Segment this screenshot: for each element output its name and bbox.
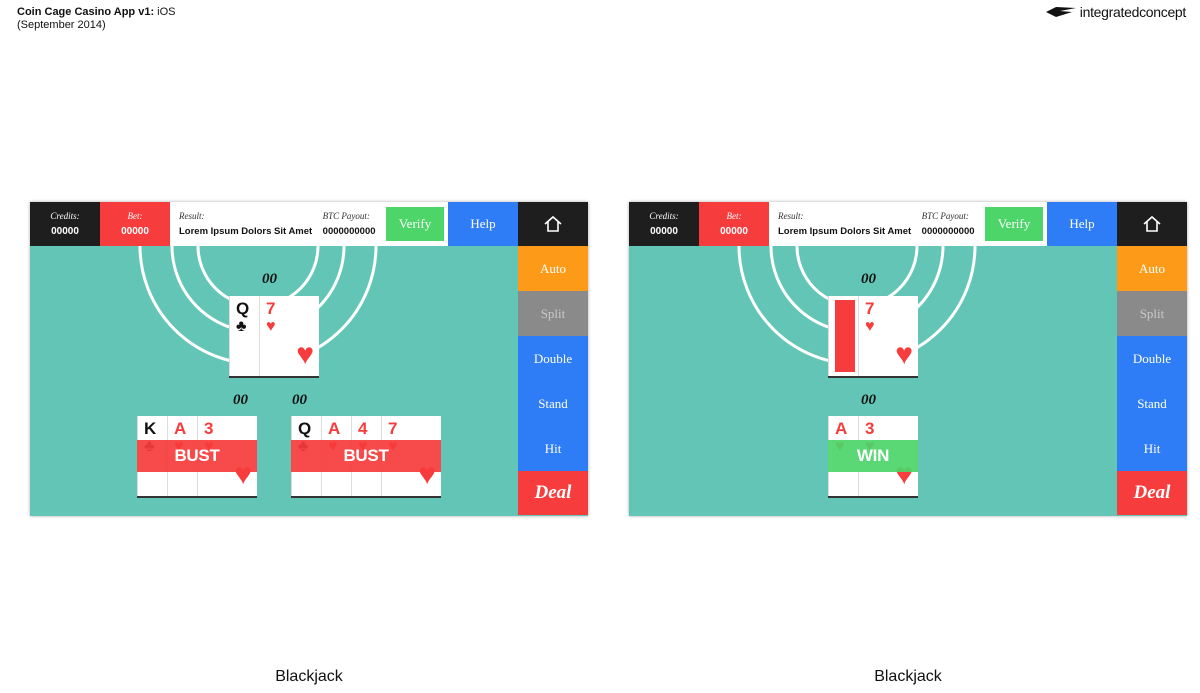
brand-logo-icon [1045, 7, 1076, 17]
result-section: Result: Lorem Ipsum Dolors Sit Amet [778, 202, 911, 246]
credits-label: Credits: [649, 211, 679, 221]
screen-2-label: Blackjack [874, 668, 942, 685]
card-rank: 7 [266, 299, 276, 318]
double-button[interactable]: Double [1117, 336, 1187, 381]
action-sidebar: Auto Split Double Stand Hit Deal [518, 202, 588, 516]
home-button[interactable] [518, 202, 588, 246]
brand-name: integratedconcept [1079, 4, 1187, 20]
split-button[interactable]: Split [1117, 291, 1187, 336]
hand-2-result-banner: BUST [291, 440, 441, 472]
help-button[interactable]: Help [448, 202, 518, 246]
document-title: Coin Cage Casino App v1: iOS (September … [17, 6, 176, 32]
card-back [835, 300, 855, 372]
home-button[interactable] [1117, 202, 1187, 246]
bet-display[interactable]: Bet: 00000 [699, 202, 769, 246]
blackjack-screen-1: Credits: 00000 Bet: 00000 Result: Lorem … [30, 202, 588, 516]
bet-value: 00000 [121, 226, 149, 237]
deal-button[interactable]: Deal [1117, 471, 1187, 515]
deal-button[interactable]: Deal [518, 471, 588, 515]
hit-button[interactable]: Hit [518, 426, 588, 471]
card-rank: A [835, 419, 848, 438]
screen-1-label: Blackjack [275, 668, 343, 685]
card-rank: 3 [865, 419, 875, 438]
payout-value: 0000000000 [322, 226, 376, 237]
verify-button[interactable]: Verify [984, 207, 1043, 241]
hit-button[interactable]: Hit [1117, 426, 1187, 471]
brand-logo: integratedconcept [1045, 4, 1187, 20]
credits-display: Credits: 00000 [30, 202, 100, 246]
result-label: Result: [778, 211, 804, 221]
card-rank: 4 [358, 419, 368, 438]
heart-suit-icon: ♥ [266, 318, 276, 335]
credits-value: 00000 [51, 226, 79, 237]
payout-section: BTC Payout: 0000000000 [922, 202, 975, 246]
bet-label: Bet: [726, 211, 742, 221]
payout-label: BTC Payout: [322, 211, 370, 221]
platform: iOS [157, 6, 176, 18]
document-date: (September 2014) [17, 19, 106, 31]
result-section: Result: Lorem Ipsum Dolors Sit Amet [179, 202, 312, 246]
card-rank: 7 [388, 419, 398, 438]
card-rank: Q [236, 299, 250, 318]
help-button[interactable]: Help [1047, 202, 1117, 246]
auto-button[interactable]: Auto [1117, 246, 1187, 291]
credits-display: Credits: 00000 [629, 202, 699, 246]
bet-display[interactable]: Bet: 00000 [100, 202, 170, 246]
result-value: Lorem Ipsum Dolors Sit Amet [179, 226, 313, 237]
result-panel: Result: Lorem Ipsum Dolors Sit Amet BTC … [769, 202, 1047, 246]
heart-suit-icon: ♥ [865, 318, 875, 335]
hand-result-banner: WIN [828, 440, 918, 472]
stand-button[interactable]: Stand [518, 381, 588, 426]
payout-label: BTC Payout: [921, 211, 969, 221]
club-suit-icon: ♣ [236, 318, 247, 335]
bet-value: 00000 [720, 226, 748, 237]
result-value: Lorem Ipsum Dolors Sit Amet [778, 226, 912, 237]
dealer-score: 00 [262, 271, 277, 287]
home-icon [1143, 215, 1161, 232]
top-bar: Credits: 00000 Bet: 00000 Result: Lorem … [629, 202, 1117, 246]
heart-suit-icon: ♥ [296, 338, 314, 371]
card-rank: 3 [204, 419, 214, 438]
card-rank: A [328, 419, 341, 438]
credits-label: Credits: [50, 211, 80, 221]
dealer-card-2: 7 ♥ ♥ [259, 296, 319, 376]
split-button[interactable]: Split [518, 291, 588, 336]
card-rank: A [174, 419, 187, 438]
verify-button[interactable]: Verify [385, 207, 444, 241]
action-sidebar: Auto Split Double Stand Hit Deal [1117, 202, 1187, 516]
hand-1-result-banner: BUST [137, 440, 257, 472]
app-title: Coin Cage Casino App v1: [17, 6, 155, 18]
double-button[interactable]: Double [518, 336, 588, 381]
card-rank: 7 [865, 299, 875, 318]
home-icon [544, 215, 562, 232]
card-rank: K [144, 419, 157, 438]
payout-value: 0000000000 [921, 226, 975, 237]
card-rank: Q [298, 419, 312, 438]
dealer-card-2: 7 ♥ ♥ [858, 296, 918, 376]
dealer-score: 00 [861, 271, 876, 287]
result-panel: Result: Lorem Ipsum Dolors Sit Amet BTC … [170, 202, 448, 246]
hand-2-score: 00 [292, 392, 307, 408]
auto-button[interactable]: Auto [518, 246, 588, 291]
credits-value: 00000 [650, 226, 678, 237]
blackjack-screen-2: Credits: 00000 Bet: 00000 Result: Lorem … [629, 202, 1187, 516]
payout-section: BTC Payout: 0000000000 [323, 202, 376, 246]
stand-button[interactable]: Stand [1117, 381, 1187, 426]
top-bar: Credits: 00000 Bet: 00000 Result: Lorem … [30, 202, 518, 246]
hand-1-score: 00 [233, 392, 248, 408]
hand-score: 00 [861, 392, 876, 408]
bet-label: Bet: [127, 211, 143, 221]
heart-suit-icon: ♥ [895, 338, 913, 371]
result-label: Result: [179, 211, 205, 221]
